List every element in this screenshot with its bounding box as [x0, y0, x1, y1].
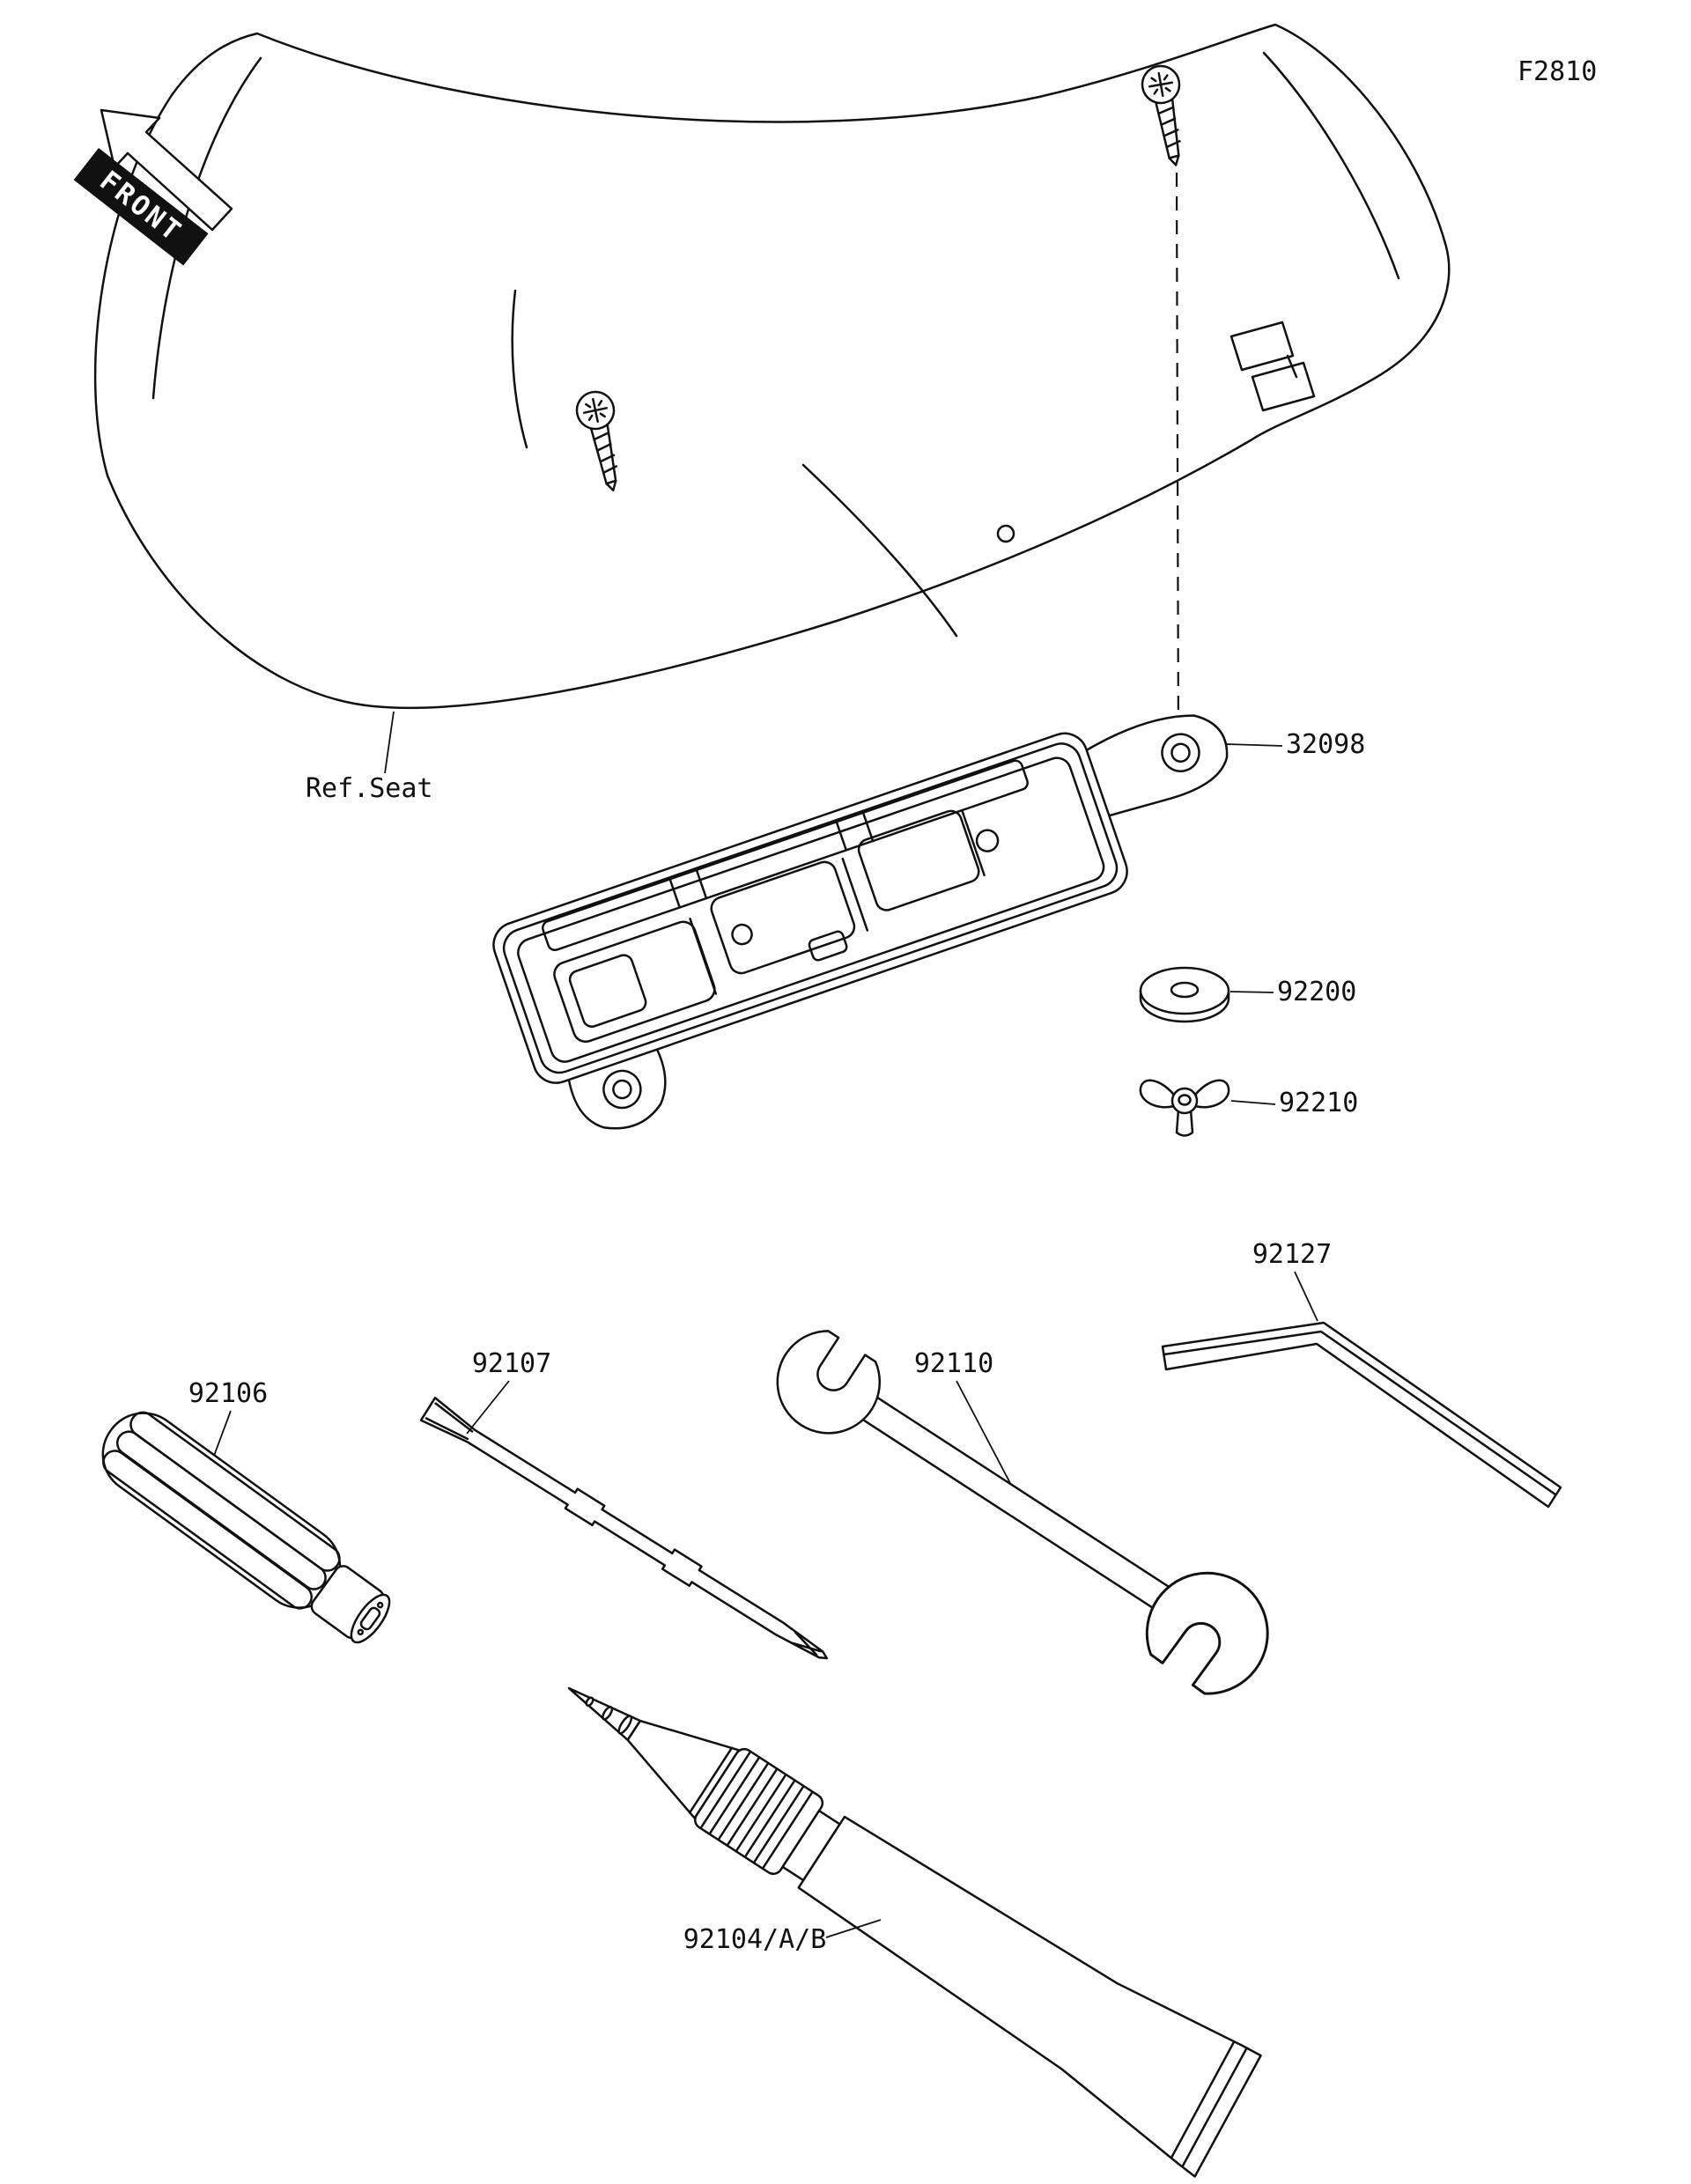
part-number-wing-nut: 92210 — [1279, 1088, 1358, 1118]
leader-lines — [213, 711, 1318, 1938]
seat-bump-detail — [996, 524, 1015, 543]
ref-seat-label: Ref.Seat — [306, 773, 433, 804]
part-number-hex-wrench: 92127 — [1252, 1239, 1332, 1270]
seat-outline-drawing — [93, 23, 1451, 710]
wing-nut-drawing — [1139, 1079, 1230, 1137]
part-number-driver-bit: 92107 — [472, 1348, 551, 1379]
part-number-open-end-wrench: 92110 — [914, 1348, 993, 1379]
screw-drawing-top — [1141, 64, 1181, 166]
hex-wrench-drawing — [1161, 1321, 1562, 1509]
tool-case-drawing — [492, 714, 1229, 1130]
part-number-tool-case: 32098 — [1286, 729, 1365, 760]
part-number-grip-driver: 92106 — [188, 1378, 268, 1409]
washer-drawing — [1139, 966, 1230, 1023]
screw-drawing-seat — [575, 390, 617, 492]
grip-driver-drawing — [101, 1411, 391, 1644]
liquid-gasket-tube-drawing — [567, 1686, 1262, 2178]
seat-rear-bracket — [1251, 361, 1316, 412]
part-number-liquid-gasket-tube: 92104/A/B — [683, 1924, 827, 1955]
figure-code: F2810 — [1517, 56, 1597, 87]
assembly-dashed-line — [1175, 172, 1180, 748]
part-number-washer: 92200 — [1277, 977, 1356, 1007]
seat-rear-bracket — [1229, 321, 1295, 372]
open-end-wrench-drawing — [776, 1330, 1269, 1695]
driver-bit-drawing — [419, 1397, 829, 1660]
